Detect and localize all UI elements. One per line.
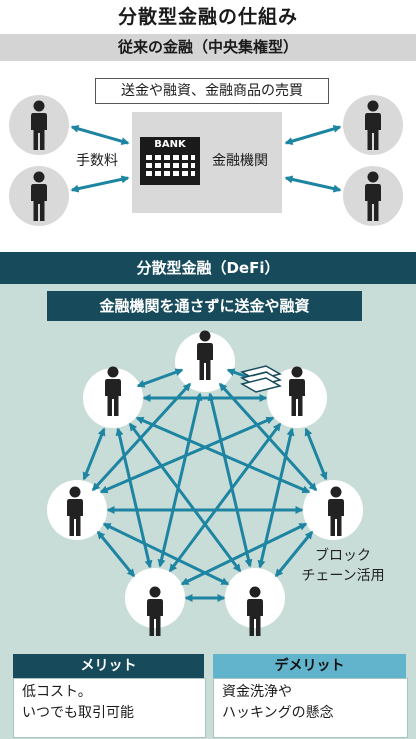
merit-box: 低コスト。 いつでも取引可能 [13,678,206,738]
page-title: 分散型金融の仕組み [117,6,298,28]
merit-line1: 低コスト。 [22,684,92,700]
trade-note: 送金や融資、金融商品の売買 [95,78,329,104]
bank-label: 金融機関 [212,153,268,169]
blockchain-label: ブロック チェーン活用 [283,546,403,586]
merit-heading: メリット [13,654,204,678]
traditional-heading: 従来の金融（中央集権型） [0,34,416,61]
demerit-line2: ハッキングの懸念 [222,705,334,721]
traditional-arrows [70,124,342,193]
defi-callout: 金融機関を通さずに送金や融資 [47,291,362,321]
bank-icon: BANK [140,137,200,185]
demerit-box: 資金洗浄や ハッキングの懸念 [213,678,408,738]
fee-label: 手数料 [76,153,118,169]
money-stack-icon [240,365,282,393]
blockchain-label-line1: ブロック [315,548,371,564]
demerit-heading: デメリット [213,654,406,678]
bank-sign: BANK [154,139,187,150]
traditional-people [9,95,403,226]
demerit-line1: 資金洗浄や [222,684,292,700]
blockchain-label-line2: チェーン活用 [301,568,385,584]
defi-arrows [82,368,328,602]
defi-heading: 分散型金融（DeFi） [0,252,416,284]
merit-line2: いつでも取引可能 [22,705,134,721]
